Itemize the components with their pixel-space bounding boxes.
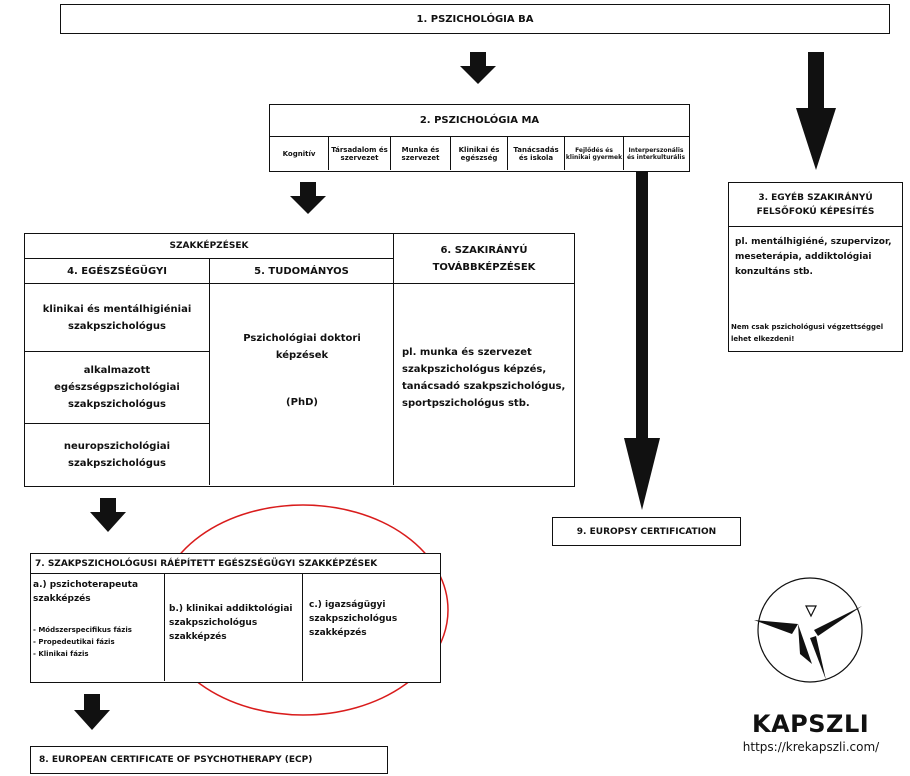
- built-box: 7. SZAKPSZICHOLÓGUSI RÁÉPÍTETT EGÉSZSÉGÜ…: [30, 553, 441, 683]
- built-a-phase-2: - Propedeutikai fázis: [33, 638, 115, 646]
- ma-spec-6: Fejlődés és klinikai gyermek: [565, 137, 624, 170]
- built-title-row: 7. SZAKPSZICHOLÓGUSI RÁÉPÍTETT EGÉSZSÉGÜ…: [31, 554, 440, 574]
- arrow-ba-to-ma: [460, 52, 496, 84]
- other-note: Nem csak pszichológusi végzettséggel leh…: [731, 323, 884, 343]
- health-item-2: alkalmazott egészségpszichológiai szakps…: [25, 352, 210, 424]
- ma-title-row: 2. PSZICHOLÓGIA MA: [270, 105, 689, 137]
- built-c-cell: c.) igazságügyi szakpszichológus szakkép…: [303, 574, 439, 681]
- built-b-cell: b.) klinikai addiktológiai szakpszicholó…: [165, 574, 303, 681]
- health-item-3: neuropszichológiai szakpszichológus: [25, 424, 210, 485]
- arrow-ma-to-szak: [290, 182, 326, 214]
- ma-spec-2: Társadalom és szervezet: [329, 137, 391, 170]
- ma-title: 2. PSZICHOLÓGIA MA: [419, 115, 540, 126]
- health-item-1: klinikai és mentálhigiéniai szakpszichol…: [25, 284, 210, 352]
- kapszli-logo: [754, 577, 863, 683]
- ba-title: 1. PSZICHOLÓGIA BA: [416, 13, 534, 25]
- built-a-cell: a.) pszichoterapeuta szakképzés - Módsze…: [31, 574, 165, 681]
- ma-spec-1: Kognitív: [270, 137, 329, 170]
- ma-spec-5: Tanácsadás és iskola: [508, 137, 565, 170]
- ecp-box: 8. EUROPEAN CERTIFICATE OF PSYCHOTHERAPY…: [30, 746, 388, 774]
- ma-spec-3: Munka és szervezet: [391, 137, 451, 170]
- science-phd: (PhD): [286, 397, 318, 408]
- built-a-phase-3: - Klinikai fázis: [33, 650, 89, 658]
- arrow-ma-to-europsy: [624, 170, 660, 510]
- szak-table: SZAKKÉPZÉSEK 6. SZAKIRÁNYÚ TOVÁBBKÉPZÉSE…: [24, 233, 575, 487]
- arrow-ba-to-other: [796, 52, 836, 170]
- other-body: pl. mentálhigiéné, szupervizor, meseterá…: [735, 237, 892, 277]
- col4-header: 4. EGÉSZSÉGÜGYI: [25, 259, 210, 284]
- built-a-phase-1: - Módszerspecifikus fázis: [33, 626, 132, 634]
- further-text: pl. munka és szervezet szakpszichológus …: [402, 347, 566, 409]
- built-c: c.) igazságügyi szakpszichológus szakkép…: [309, 600, 398, 638]
- ma-spec-7: Interperszonális és interkulturális: [626, 146, 686, 161]
- ecp-title: 8. EUROPEAN CERTIFICATE OF PSYCHOTHERAPY…: [39, 755, 313, 765]
- built-a-title: a.) pszichoterapeuta szakképzés: [33, 580, 139, 604]
- ba-box: 1. PSZICHOLÓGIA BA: [60, 4, 890, 34]
- ma-spec-4: Klinikai és egészség: [451, 137, 508, 170]
- europsy-box: 9. EUROPSY CERTIFICATION: [552, 517, 741, 546]
- europsy-title: 9. EUROPSY CERTIFICATION: [576, 526, 717, 537]
- col5-header: 5. TUDOMÁNYOS: [210, 259, 394, 284]
- szak-header: SZAKKÉPZÉSEK: [25, 234, 394, 259]
- built-b: b.) klinikai addiktológiai szakpszicholó…: [169, 604, 293, 642]
- ma-box: 2. PSZICHOLÓGIA MA Kognitív Társadalom é…: [269, 104, 690, 172]
- further-cell: pl. munka és szervezet szakpszichológus …: [394, 284, 574, 485]
- arrow-szak-to-built: [90, 498, 126, 532]
- col6-header: 6. SZAKIRÁNYÚ TOVÁBBKÉPZÉSEK: [394, 234, 574, 284]
- brand-name: KAPSZLI: [752, 710, 870, 738]
- built-title: 7. SZAKPSZICHOLÓGUSI RÁÉPÍTETT EGÉSZSÉGÜ…: [35, 558, 378, 569]
- science-cell: Pszichológiai doktori képzések (PhD): [210, 284, 394, 485]
- science-text: Pszichológiai doktori képzések: [243, 333, 361, 361]
- other-title-row: 3. EGYÉB SZAKIRÁNYÚ FELSŐFOKÚ KÉPESÍTÉS: [729, 183, 902, 227]
- other-box: 3. EGYÉB SZAKIRÁNYÚ FELSŐFOKÚ KÉPESÍTÉS …: [728, 182, 903, 352]
- other-title: 3. EGYÉB SZAKIRÁNYÚ FELSŐFOKÚ KÉPESÍTÉS: [756, 192, 875, 217]
- brand-url[interactable]: https://krekapszli.com/: [742, 740, 880, 754]
- arrow-built-to-ecp: [74, 694, 110, 730]
